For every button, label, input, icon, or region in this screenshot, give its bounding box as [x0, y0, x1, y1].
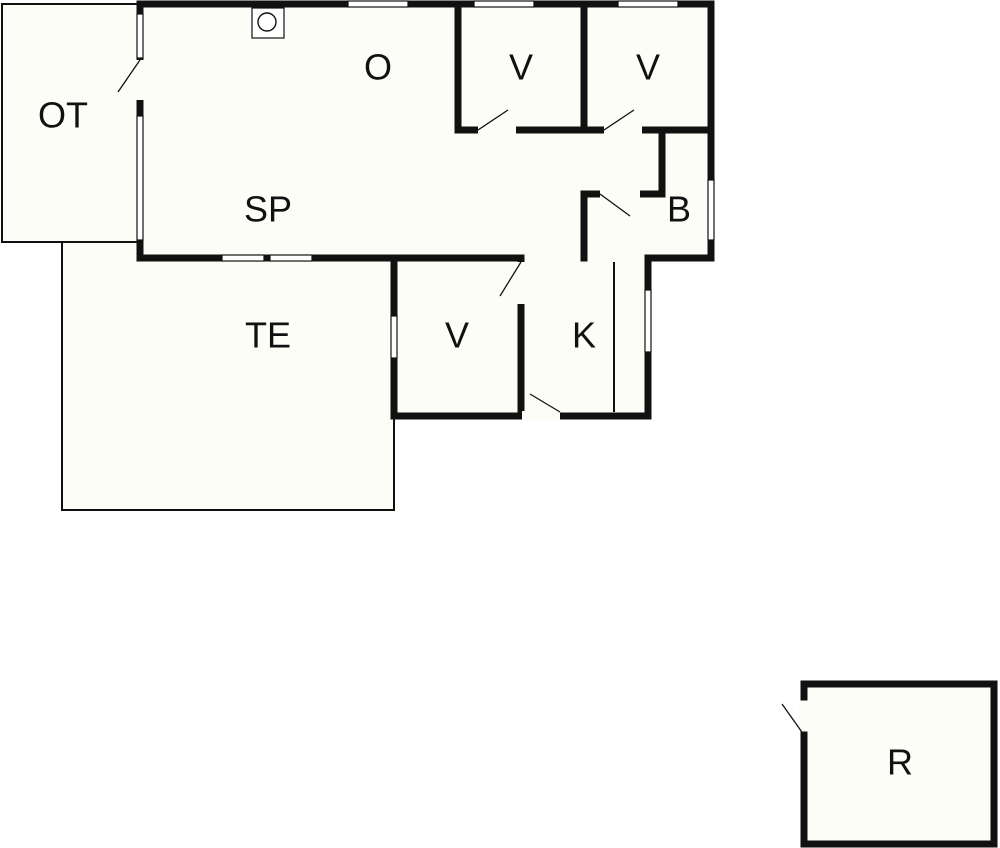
- room-label-v2: V: [636, 47, 660, 88]
- window-top-1: [347, 0, 409, 8]
- window-bottom-1: [221, 254, 265, 262]
- room-label-o: O: [364, 47, 392, 88]
- door-swings: [117, 59, 805, 736]
- window-top-2: [473, 0, 535, 8]
- room-labels: OT O V V SP B TE V K R: [38, 47, 913, 783]
- window-v3: [390, 315, 398, 359]
- annex-walls: [800, 680, 998, 848]
- window-left-2: [136, 115, 144, 241]
- floor-fills: [2, 4, 998, 844]
- room-label-k: K: [572, 315, 596, 356]
- stove-icon: [251, 7, 285, 39]
- room-label-ot: OT: [38, 95, 88, 136]
- door-openings: [136, 60, 809, 735]
- window-right-b: [707, 179, 715, 241]
- room-label-sp: SP: [244, 189, 292, 230]
- window-top-3: [617, 0, 679, 8]
- room-label-v3: V: [445, 315, 469, 356]
- room-label-r: R: [887, 742, 913, 783]
- room-label-te: TE: [245, 315, 291, 356]
- window-left-1: [136, 13, 144, 59]
- room-label-v1: V: [509, 47, 533, 88]
- window-bottom-2: [269, 254, 313, 262]
- room-label-b: B: [667, 189, 691, 230]
- windows: [136, 0, 715, 359]
- window-k: [644, 289, 652, 353]
- te-outline: [61, 242, 395, 511]
